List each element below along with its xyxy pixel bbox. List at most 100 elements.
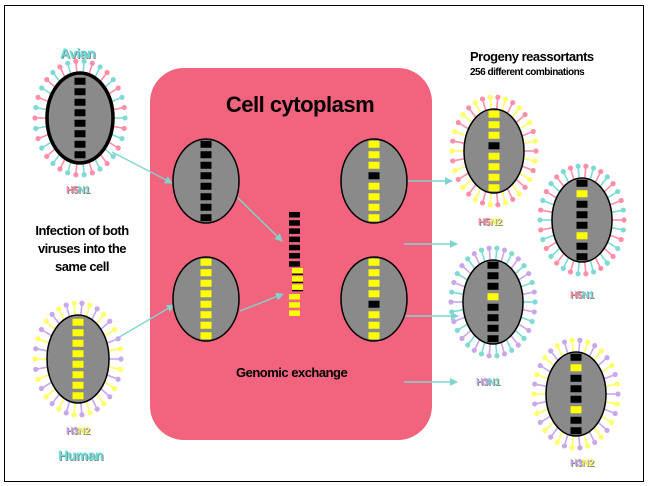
spike-head — [516, 342, 521, 347]
spike-head — [613, 411, 618, 416]
spike-head — [118, 346, 123, 351]
avian-virus-in-cell — [173, 139, 239, 223]
spike-head — [615, 189, 620, 194]
spike-head — [107, 394, 112, 399]
spike-head — [87, 410, 92, 415]
human-subtype: H3N2 — [66, 426, 90, 437]
spike-head — [119, 136, 124, 141]
spike-head — [503, 96, 508, 101]
spike-head — [111, 77, 116, 82]
rna-segment — [577, 180, 588, 187]
spike-head — [576, 164, 581, 169]
spike-head — [621, 217, 626, 222]
rna-segment — [369, 311, 380, 318]
spike-head — [542, 428, 547, 433]
rna-segment — [292, 284, 303, 290]
spike-head — [495, 95, 500, 100]
reassortant-in-cell-1 — [341, 139, 407, 223]
spike-head — [39, 145, 44, 150]
h-label: H5 — [570, 290, 582, 301]
rna-segment — [369, 151, 380, 158]
rna-segment — [369, 322, 380, 329]
spike-head — [619, 198, 624, 203]
rna-segment — [289, 302, 300, 308]
spike-head — [548, 434, 553, 439]
spike-head — [532, 401, 537, 406]
spike-head — [450, 138, 455, 143]
rna-segment — [201, 172, 212, 179]
spike-head — [531, 168, 536, 173]
spike-head — [73, 172, 78, 177]
rna-segment — [571, 396, 582, 403]
spike-head — [592, 440, 597, 445]
spike-head — [568, 269, 573, 274]
rna-segment — [289, 310, 300, 316]
virus-envelope — [47, 315, 109, 403]
rna-segment — [73, 340, 84, 347]
spike-head — [455, 328, 460, 333]
spike-head — [119, 95, 124, 100]
rna-segment — [289, 212, 300, 218]
spike-head — [533, 158, 538, 163]
rna-segment — [201, 301, 212, 308]
rna-segment — [73, 350, 84, 357]
spike-head — [517, 105, 522, 110]
spike-head — [57, 64, 62, 69]
spike-head — [510, 197, 515, 202]
spike-head — [448, 299, 453, 304]
spike-head — [502, 351, 507, 356]
spike-head — [473, 100, 478, 105]
spike-head — [605, 174, 610, 179]
rna-segment — [289, 245, 300, 251]
rna-segment — [369, 193, 380, 200]
spike-head — [97, 64, 102, 69]
spike-head — [71, 412, 76, 417]
spike-head — [510, 100, 515, 105]
progeny-title: Progeny reassortants — [470, 49, 594, 64]
spike-head — [33, 367, 38, 372]
spike-head — [615, 401, 620, 406]
spike-head — [591, 269, 596, 274]
spike-head — [115, 336, 120, 341]
spike-head — [44, 394, 49, 399]
spike-head — [101, 312, 106, 317]
spike-head — [90, 61, 95, 66]
spike-head — [105, 70, 110, 75]
h-label: H5 — [478, 217, 490, 228]
rna-segment — [488, 304, 499, 311]
rna-segment — [201, 332, 212, 339]
spike-head — [460, 112, 465, 117]
spike-head — [585, 443, 590, 448]
spike-head — [112, 327, 117, 332]
rna-segment — [201, 162, 212, 169]
progeny-virus-2 — [537, 164, 626, 277]
rna-segment — [73, 392, 84, 399]
rna-segment — [369, 141, 380, 148]
spike-head — [577, 338, 582, 343]
spike-head — [465, 342, 470, 347]
spike-head — [534, 372, 539, 377]
spike-head — [599, 434, 604, 439]
rna-segment — [201, 141, 212, 148]
rna-segment — [201, 151, 212, 158]
h-label: H3 — [570, 458, 582, 469]
spike-head — [487, 353, 492, 358]
spike-head — [82, 172, 87, 177]
spike-head — [502, 247, 507, 252]
avian-label: Avian — [60, 45, 95, 61]
rna-segment — [369, 172, 380, 179]
progeny-virus-4 — [531, 338, 620, 451]
spike-head — [527, 120, 532, 125]
spike-head — [33, 346, 38, 351]
spike-head — [472, 251, 477, 256]
spike-head — [604, 355, 609, 360]
rna-segment — [488, 272, 499, 279]
spike-head — [101, 401, 106, 406]
rna-segment — [369, 204, 380, 211]
spike-head — [621, 227, 626, 232]
spike-head — [583, 164, 588, 169]
rna-segment — [488, 335, 499, 342]
spike-head — [532, 299, 537, 304]
spike-head — [56, 306, 61, 311]
spike-head — [488, 202, 493, 207]
